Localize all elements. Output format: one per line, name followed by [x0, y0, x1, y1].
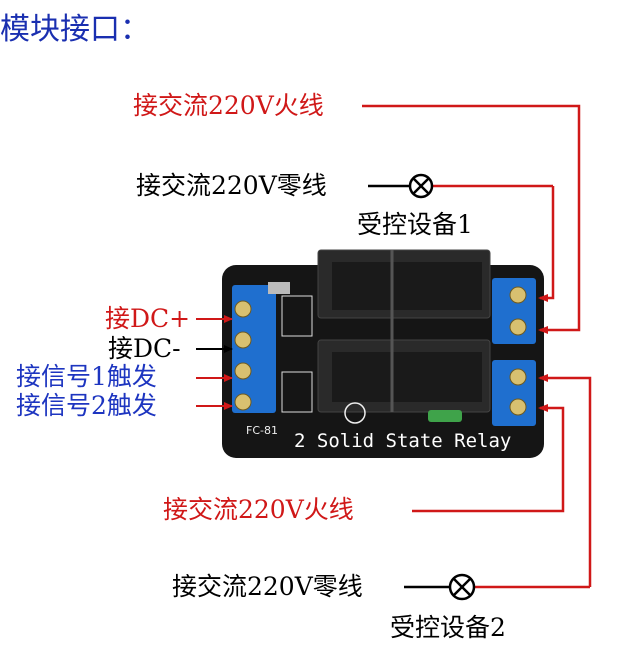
label-dc-minus: 接DC-: [108, 334, 181, 363]
wire-neutral-1-black: [368, 173, 434, 199]
label-neutral-2: 接交流220V零线: [172, 572, 363, 601]
wire-neutral-1: [432, 184, 555, 302]
label-neutral-1: 接交流220V零线: [136, 171, 327, 200]
relay-board: [222, 249, 544, 458]
label-signal-1: 接信号1触发: [16, 362, 157, 391]
fuse: [428, 410, 462, 422]
label-signal-2: 接信号2触发: [16, 391, 157, 420]
label-device-1: 受控设备1: [357, 210, 473, 239]
label-live-1: 接交流220V火线: [133, 91, 324, 120]
label-live-2: 接交流220V火线: [163, 495, 354, 524]
page-title: 模块接口：: [0, 12, 150, 47]
wire-neutral-2-black: [404, 573, 476, 601]
label-device-2: 受控设备2: [390, 613, 506, 642]
board-model: FC-81: [246, 424, 278, 437]
input-wires: [196, 315, 233, 410]
wire-live-1: [362, 104, 581, 334]
wire-live-2: [412, 404, 565, 513]
board-caption: 2 Solid State Relay: [294, 430, 512, 452]
label-dc-plus: 接DC+: [105, 304, 191, 333]
wire-neutral-2: [474, 374, 592, 589]
